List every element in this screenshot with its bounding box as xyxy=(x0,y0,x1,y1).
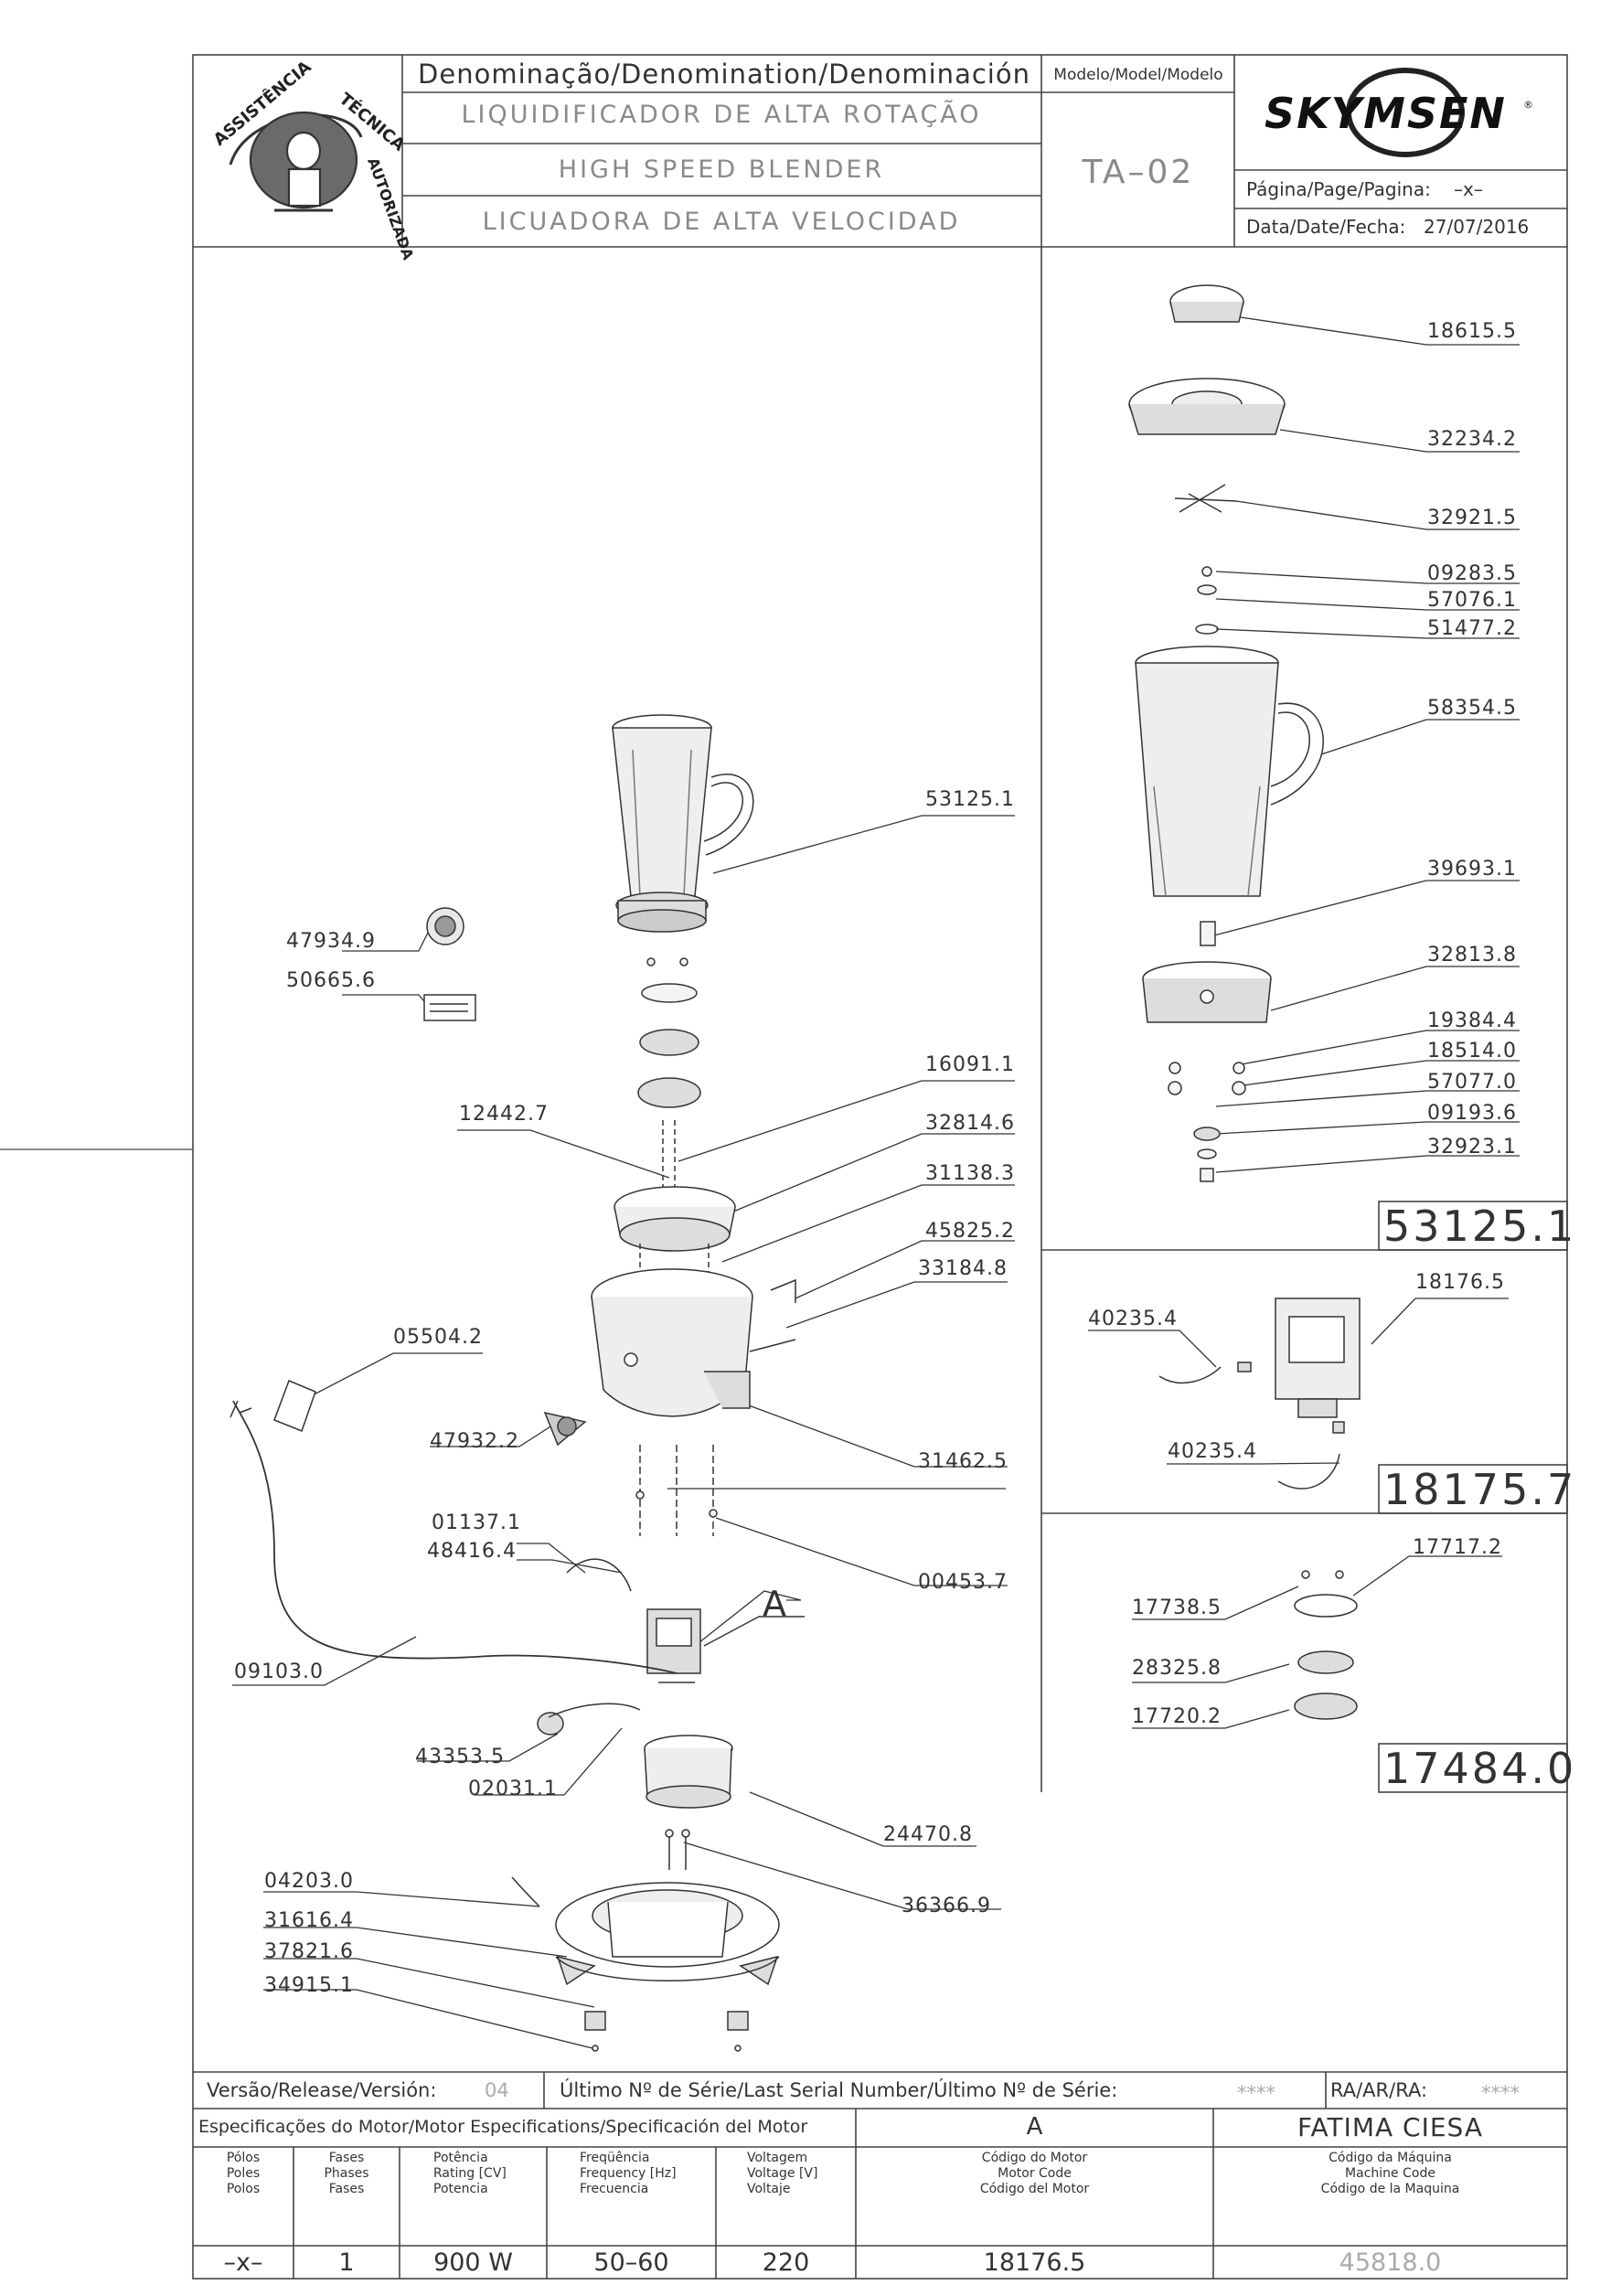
poles-header: Pólos Poles Polos xyxy=(226,2151,261,2196)
page-label: Página/Page/Pagina: xyxy=(1246,178,1431,200)
motor-detail-ref: A xyxy=(1026,2113,1043,2141)
part-label: 19384.4 xyxy=(1427,1009,1517,1032)
power-value: 900 W xyxy=(433,2248,513,2277)
part-label: 24470.8 xyxy=(883,1823,973,1846)
motor-code-value: 18176.5 xyxy=(983,2248,1086,2277)
part-label: 32813.8 xyxy=(1427,944,1517,966)
detail-box-jar-assembly: 53125.1 xyxy=(1383,1201,1577,1251)
date-value: 27/07/2016 xyxy=(1424,216,1530,238)
serial-label: Último Nº de Série/Last Serial Number/Úl… xyxy=(560,2079,1118,2101)
poles-value: –x– xyxy=(223,2248,263,2277)
part-label: 40235.4 xyxy=(1088,1308,1178,1330)
detail-a-callout xyxy=(703,1616,805,1647)
part-label: 53125.1 xyxy=(925,788,1015,811)
jar-assembly-drawing xyxy=(1128,284,1324,1182)
part-label: 09103.0 xyxy=(234,1661,324,1683)
skymsen-logo: SKYMSEN ® xyxy=(1265,68,1533,157)
part-label: 57076.1 xyxy=(1427,589,1517,612)
part-label: 57077.0 xyxy=(1427,1071,1517,1094)
leader-lines xyxy=(232,315,1520,2049)
part-label: 45825.2 xyxy=(925,1220,1015,1243)
part-label: 37821.6 xyxy=(264,1940,354,1963)
part-label: 43353.5 xyxy=(415,1746,505,1768)
part-label: 32234.2 xyxy=(1427,428,1517,451)
motor-drawing xyxy=(1158,1298,1361,1490)
ra-label: RA/AR/RA: xyxy=(1330,2079,1428,2101)
denomination-label: Denominação/Denomination/Denominación xyxy=(418,59,1030,90)
serial-value: **** xyxy=(1237,2082,1275,2104)
power-header: Potência Rating [CV] Potencia xyxy=(433,2151,507,2196)
machine-code-header: Código da Máquina Machine Code Código de… xyxy=(1320,2151,1460,2196)
part-label: 51477.2 xyxy=(1427,617,1517,640)
part-label: 05504.2 xyxy=(393,1326,483,1349)
motor-code-header: Código do Motor Motor Code Código del Mo… xyxy=(979,2151,1090,2196)
date-label: Data/Date/Fecha: xyxy=(1246,216,1406,238)
motor-spec-label: Especificações do Motor/Motor Especifica… xyxy=(198,2117,808,2137)
name-english: HIGH SPEED BLENDER xyxy=(558,155,885,184)
part-label: 31462.5 xyxy=(918,1450,1008,1473)
manufacturer: FATIMA CIESA xyxy=(1297,2112,1484,2142)
part-label: 18176.5 xyxy=(1415,1271,1505,1294)
detail-box-motor-assembly: 18175.7 xyxy=(1383,1465,1577,1514)
main-exploded-assembly xyxy=(229,714,796,2052)
part-label: 28325.8 xyxy=(1132,1657,1222,1680)
svg-text:®: ® xyxy=(1523,99,1533,111)
phases-value: 1 xyxy=(338,2248,355,2277)
part-label: 09193.6 xyxy=(1427,1102,1517,1125)
ra-value: **** xyxy=(1481,2082,1520,2104)
part-label: 17720.2 xyxy=(1132,1705,1222,1728)
part-label: 17738.5 xyxy=(1132,1597,1222,1619)
part-label: 33184.8 xyxy=(918,1257,1008,1280)
coupling-drawing xyxy=(1294,1570,1358,1720)
name-portuguese: LIQUIDIFICADOR DE ALTA ROTAÇÃO xyxy=(461,101,982,129)
sheet-border xyxy=(192,54,1568,2280)
release-value: 04 xyxy=(485,2079,509,2101)
part-label: 31138.3 xyxy=(925,1162,1015,1185)
part-label: 36366.9 xyxy=(902,1895,991,1917)
model-value: TA–02 xyxy=(1082,154,1195,191)
release-label: Versão/Release/Versión: xyxy=(207,2079,437,2101)
machine-code-value: 45818.0 xyxy=(1339,2248,1442,2277)
frequency-value: 50–60 xyxy=(593,2248,669,2277)
part-label: 32921.5 xyxy=(1427,507,1517,529)
voltage-header: Voltagem Voltage [V] Voltaje xyxy=(747,2151,818,2196)
detail-a-label: A xyxy=(763,1584,787,1624)
part-label: 12442.7 xyxy=(459,1103,549,1126)
part-label: 09283.5 xyxy=(1427,562,1517,585)
part-label: 39693.1 xyxy=(1427,858,1517,881)
frequency-header: Freqüência Frequency [Hz] Frecuencia xyxy=(580,2151,677,2196)
part-label: 17717.2 xyxy=(1413,1536,1502,1559)
part-label: 00453.7 xyxy=(918,1571,1008,1594)
part-label: 18514.0 xyxy=(1427,1040,1517,1063)
part-label: 16091.1 xyxy=(925,1053,1015,1076)
page-value: –x– xyxy=(1454,178,1483,200)
part-label: 58354.5 xyxy=(1427,697,1517,720)
part-label: 02031.1 xyxy=(468,1778,558,1800)
part-label: 31616.4 xyxy=(264,1909,354,1932)
name-spanish: LICUADORA DE ALTA VELOCIDAD xyxy=(482,208,961,236)
part-label: 32923.1 xyxy=(1427,1136,1517,1159)
part-label: 40235.4 xyxy=(1168,1440,1257,1463)
phases-header: Fases Phases Fases xyxy=(324,2151,369,2196)
part-label: 34915.1 xyxy=(264,1974,354,1997)
part-label: 50665.6 xyxy=(286,969,376,992)
part-label: 01137.1 xyxy=(432,1511,521,1534)
part-label: 47934.9 xyxy=(286,930,376,953)
part-label: 18615.5 xyxy=(1427,320,1517,343)
detail-box-coupling-assembly: 17484.0 xyxy=(1383,1744,1577,1793)
part-label: 47932.2 xyxy=(430,1430,519,1453)
model-label: Modelo/Model/Modelo xyxy=(1053,66,1223,84)
authorized-service-seal: ASSISTÊNCIA TÉCNICA AUTORIZADA xyxy=(208,57,417,262)
part-label: 04203.0 xyxy=(264,1870,354,1893)
voltage-value: 220 xyxy=(762,2248,810,2277)
svg-text:SKYMSEN: SKYMSEN xyxy=(1265,89,1507,138)
part-label: 32814.6 xyxy=(925,1112,1015,1135)
part-label: 48416.4 xyxy=(427,1540,517,1563)
